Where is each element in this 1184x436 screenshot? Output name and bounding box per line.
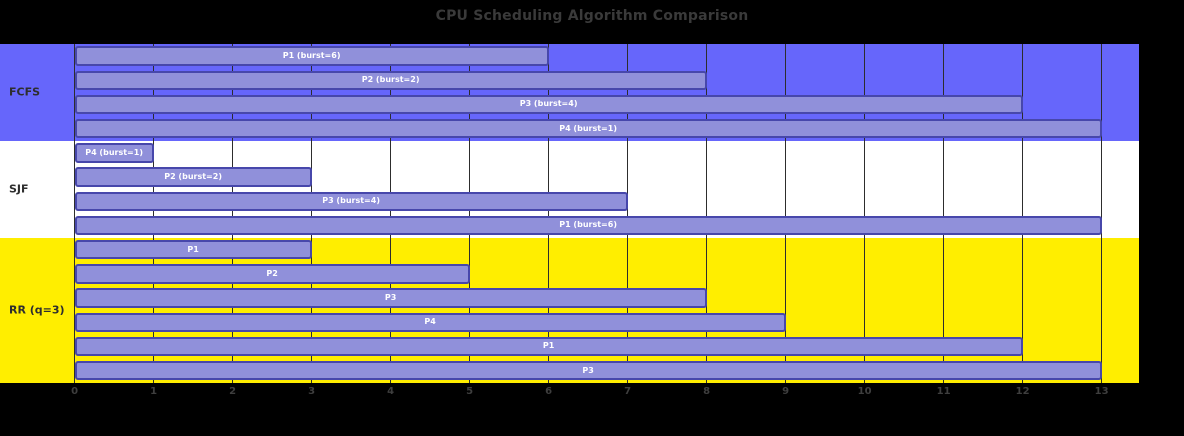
gridline-3 <box>311 44 313 383</box>
gantt-bar-rr-q-3-2: P3 <box>74 288 707 308</box>
gridline-9 <box>785 44 787 383</box>
x-tick-label-6: 6 <box>545 386 553 397</box>
gantt-bar-fcfs-3: P4 (burst=1) <box>74 119 1102 139</box>
gantt-bar-sjf-1: P2 (burst=2) <box>74 167 312 187</box>
bar-label: P4 (burst=1) <box>559 123 617 133</box>
bar-label: P3 <box>384 293 397 303</box>
bar-label: P3 <box>582 365 594 375</box>
chart-title: CPU Scheduling Algorithm Comparison <box>435 8 749 24</box>
bar-label: P2 (burst=2) <box>164 172 222 182</box>
x-tick-label-4: 4 <box>387 386 395 397</box>
gantt-bar-rr-q-3-4: P1 <box>74 336 1023 357</box>
bar-label: P1 (burst=6) <box>282 51 341 61</box>
x-tick-label-11: 11 <box>936 386 951 397</box>
bar-label: P3 (burst=4) <box>322 196 380 206</box>
x-tick-label-1: 1 <box>150 386 158 397</box>
bar-label: P2 (burst=2) <box>361 75 420 85</box>
bar-label: P1 <box>542 341 555 351</box>
gantt-bar-fcfs-2: P3 (burst=4) <box>74 94 1023 115</box>
row-label-fcfs: FCFS <box>9 85 41 99</box>
bar-label: P1 (burst=6) <box>559 220 617 230</box>
gridline-8 <box>706 44 708 383</box>
gantt-bar-rr-q-3-1: P2 <box>74 264 470 284</box>
bar-label: P4 <box>424 317 436 327</box>
gantt-bar-rr-q-3-3: P4 <box>74 312 786 332</box>
x-tick-label-2: 2 <box>229 386 237 397</box>
gantt-bar-sjf-0: P4 (burst=1) <box>74 143 154 163</box>
gridline-1 <box>153 44 155 383</box>
x-tick-label-12: 12 <box>1015 386 1030 397</box>
gridline-5 <box>469 44 471 383</box>
gantt-bar-sjf-3: P1 (burst=6) <box>74 215 1102 236</box>
gantt-bar-sjf-2: P3 (burst=4) <box>74 191 628 211</box>
x-tick-label-3: 3 <box>308 386 316 397</box>
gantt-bar-fcfs-0: P1 (burst=6) <box>74 46 549 66</box>
bar-label: P1 <box>187 244 199 254</box>
gridline-6 <box>548 44 550 383</box>
gridline-4 <box>390 44 392 383</box>
plot-area: FCFS P1 (burst=6) P2 (burst=2) P3 (burst=4)… <box>0 44 1139 383</box>
gridline-11 <box>943 44 945 383</box>
bar-label: P2 <box>266 268 278 278</box>
x-tick-label-9: 9 <box>782 386 790 397</box>
gantt-bar-rr-q-3-0: P1 <box>74 240 312 260</box>
gridline-7 <box>627 44 629 383</box>
x-tick-label-0: 0 <box>71 386 79 397</box>
gridline-13 <box>1101 44 1103 383</box>
x-tick-label-10: 10 <box>857 386 872 397</box>
row-label-rr-q-3: RR (q=3) <box>9 303 65 317</box>
gridline-10 <box>864 44 866 383</box>
x-tick-label-5: 5 <box>466 386 474 397</box>
gantt-bar-fcfs-1: P2 (burst=2) <box>74 70 707 90</box>
band-rr-q-3 <box>0 237 1139 383</box>
x-tick-label-13: 13 <box>1094 386 1109 397</box>
gantt-bar-rr-q-3-5: P3 <box>74 361 1102 381</box>
gridline-12 <box>1022 44 1024 383</box>
bar-label: P4 (burst=1) <box>85 147 143 157</box>
gridline-0 <box>74 44 76 383</box>
x-tick-label-7: 7 <box>624 386 632 397</box>
row-label-sjf: SJF <box>9 182 29 196</box>
x-tick-label-8: 8 <box>703 386 711 397</box>
bar-label: P3 (burst=4) <box>519 99 578 109</box>
gridline-2 <box>232 44 234 383</box>
